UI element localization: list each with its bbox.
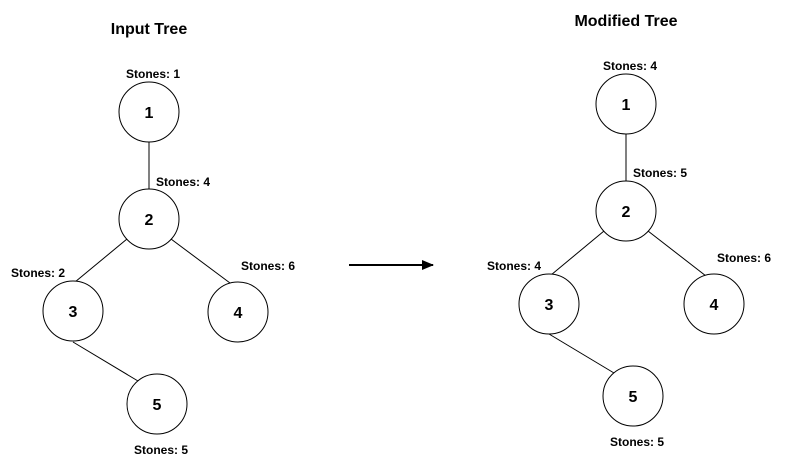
input-tree-title: Input Tree [111, 21, 188, 38]
modified-node-3-label: 3 [545, 297, 554, 314]
modified-node-5: 5 Stones: 5 [602, 365, 664, 449]
modified-node-3: 3 Stones: 4 [487, 259, 580, 335]
modified-tree: Modified Tree 1 Stones: 4 2 Stones: 5 3 … [487, 13, 771, 449]
modified-node-2-label: 2 [622, 204, 631, 221]
input-node-3: 3 Stones: 2 [11, 266, 104, 342]
input-node-1-stones: Stones: 1 [126, 67, 180, 81]
modified-node-1-stones: Stones: 4 [603, 59, 657, 73]
modified-node-2: 2 Stones: 5 [595, 166, 687, 242]
input-tree: Input Tree 1 Stones: 1 2 Stones: 4 3 Sto… [11, 21, 295, 457]
modified-node-5-label: 5 [629, 389, 638, 406]
modified-tree-title: Modified Tree [574, 13, 677, 30]
input-node-5: 5 Stones: 5 [126, 373, 188, 457]
modified-node-3-stones: Stones: 4 [487, 259, 541, 273]
modified-node-5-stones: Stones: 5 [610, 435, 664, 449]
modified-edge-3-5 [548, 333, 615, 374]
input-node-3-label: 3 [69, 304, 78, 321]
input-node-4-label: 4 [234, 305, 243, 322]
modified-node-4-stones: Stones: 6 [717, 251, 771, 265]
input-node-1-label: 1 [145, 105, 154, 122]
input-edge-2-3 [74, 238, 128, 283]
input-node-2: 2 Stones: 4 [118, 175, 210, 250]
modified-node-2-stones: Stones: 5 [633, 166, 687, 180]
modified-edge-2-4 [647, 230, 707, 277]
input-node-5-stones: Stones: 5 [134, 443, 188, 457]
input-node-5-label: 5 [153, 397, 162, 414]
modified-node-4: 4 Stones: 6 [683, 251, 771, 335]
input-node-2-label: 2 [145, 212, 154, 229]
modified-edge-2-3 [550, 230, 605, 276]
input-edge-3-5 [72, 341, 139, 382]
input-node-2-stones: Stones: 4 [156, 175, 210, 189]
input-node-4: 4 Stones: 6 [207, 259, 295, 343]
modified-node-1-label: 1 [622, 97, 631, 114]
input-node-1: 1 Stones: 1 [118, 67, 180, 143]
input-edge-2-4 [170, 238, 231, 284]
input-node-3-stones: Stones: 2 [11, 266, 65, 280]
modified-node-1: 1 Stones: 4 [595, 59, 657, 135]
input-node-4-stones: Stones: 6 [241, 259, 295, 273]
modified-node-4-label: 4 [710, 297, 719, 314]
